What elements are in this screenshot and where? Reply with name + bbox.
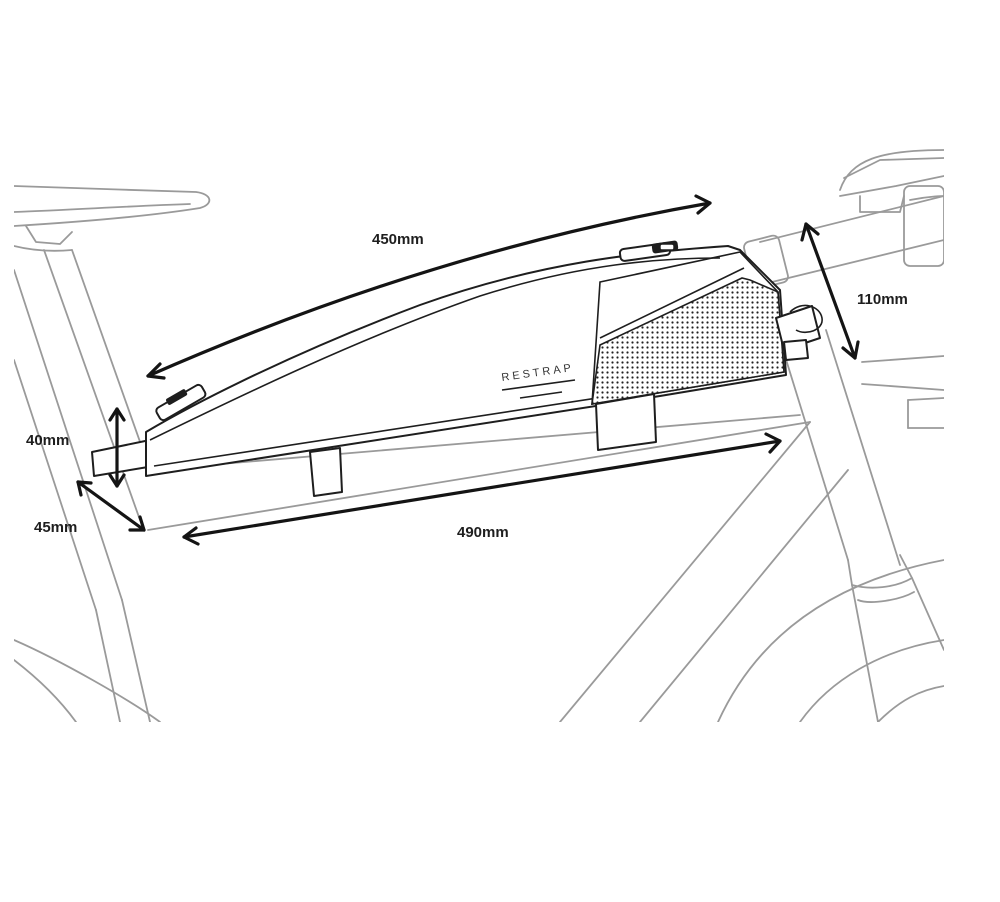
dimension-labels: 450mm 490mm 110mm 40mm 45mm: [26, 231, 908, 541]
rear-wheel: [14, 639, 161, 722]
bicycle-frame: [14, 149, 944, 722]
label-height-front: 110mm: [857, 291, 908, 308]
bag-body: [145, 245, 787, 477]
arrow-length-top: [146, 194, 712, 380]
arrow-length-bottom: [182, 432, 782, 546]
arrow-height-front: [800, 222, 860, 360]
label-length-top: 450mm: [372, 231, 424, 248]
label-height-rear: 40mm: [26, 432, 69, 449]
down-tube: [559, 421, 849, 722]
label-width-rear: 45mm: [34, 519, 77, 536]
saddle: [14, 185, 211, 252]
front-velcro-strap: [595, 393, 657, 451]
rear-strap-tab: [91, 439, 155, 477]
arrow-width-rear: [76, 480, 146, 532]
zipper-pull-rear: [155, 383, 207, 422]
front-wheel: [717, 559, 944, 722]
handlebar: [839, 149, 944, 267]
head-tube: [779, 329, 944, 722]
stem-strap: [775, 304, 823, 361]
zipper-pull-front: [618, 240, 679, 262]
seat-tube: [14, 249, 151, 722]
top-tube-bag: RESTRAP: [91, 240, 823, 497]
dimension-arrows: [76, 194, 860, 546]
mesh-panel: [591, 277, 785, 405]
top-tube: [147, 414, 811, 531]
rear-velcro-strap: [309, 447, 343, 497]
label-length-bottom: 490mm: [457, 524, 509, 541]
arrow-height-rear: [108, 407, 126, 488]
